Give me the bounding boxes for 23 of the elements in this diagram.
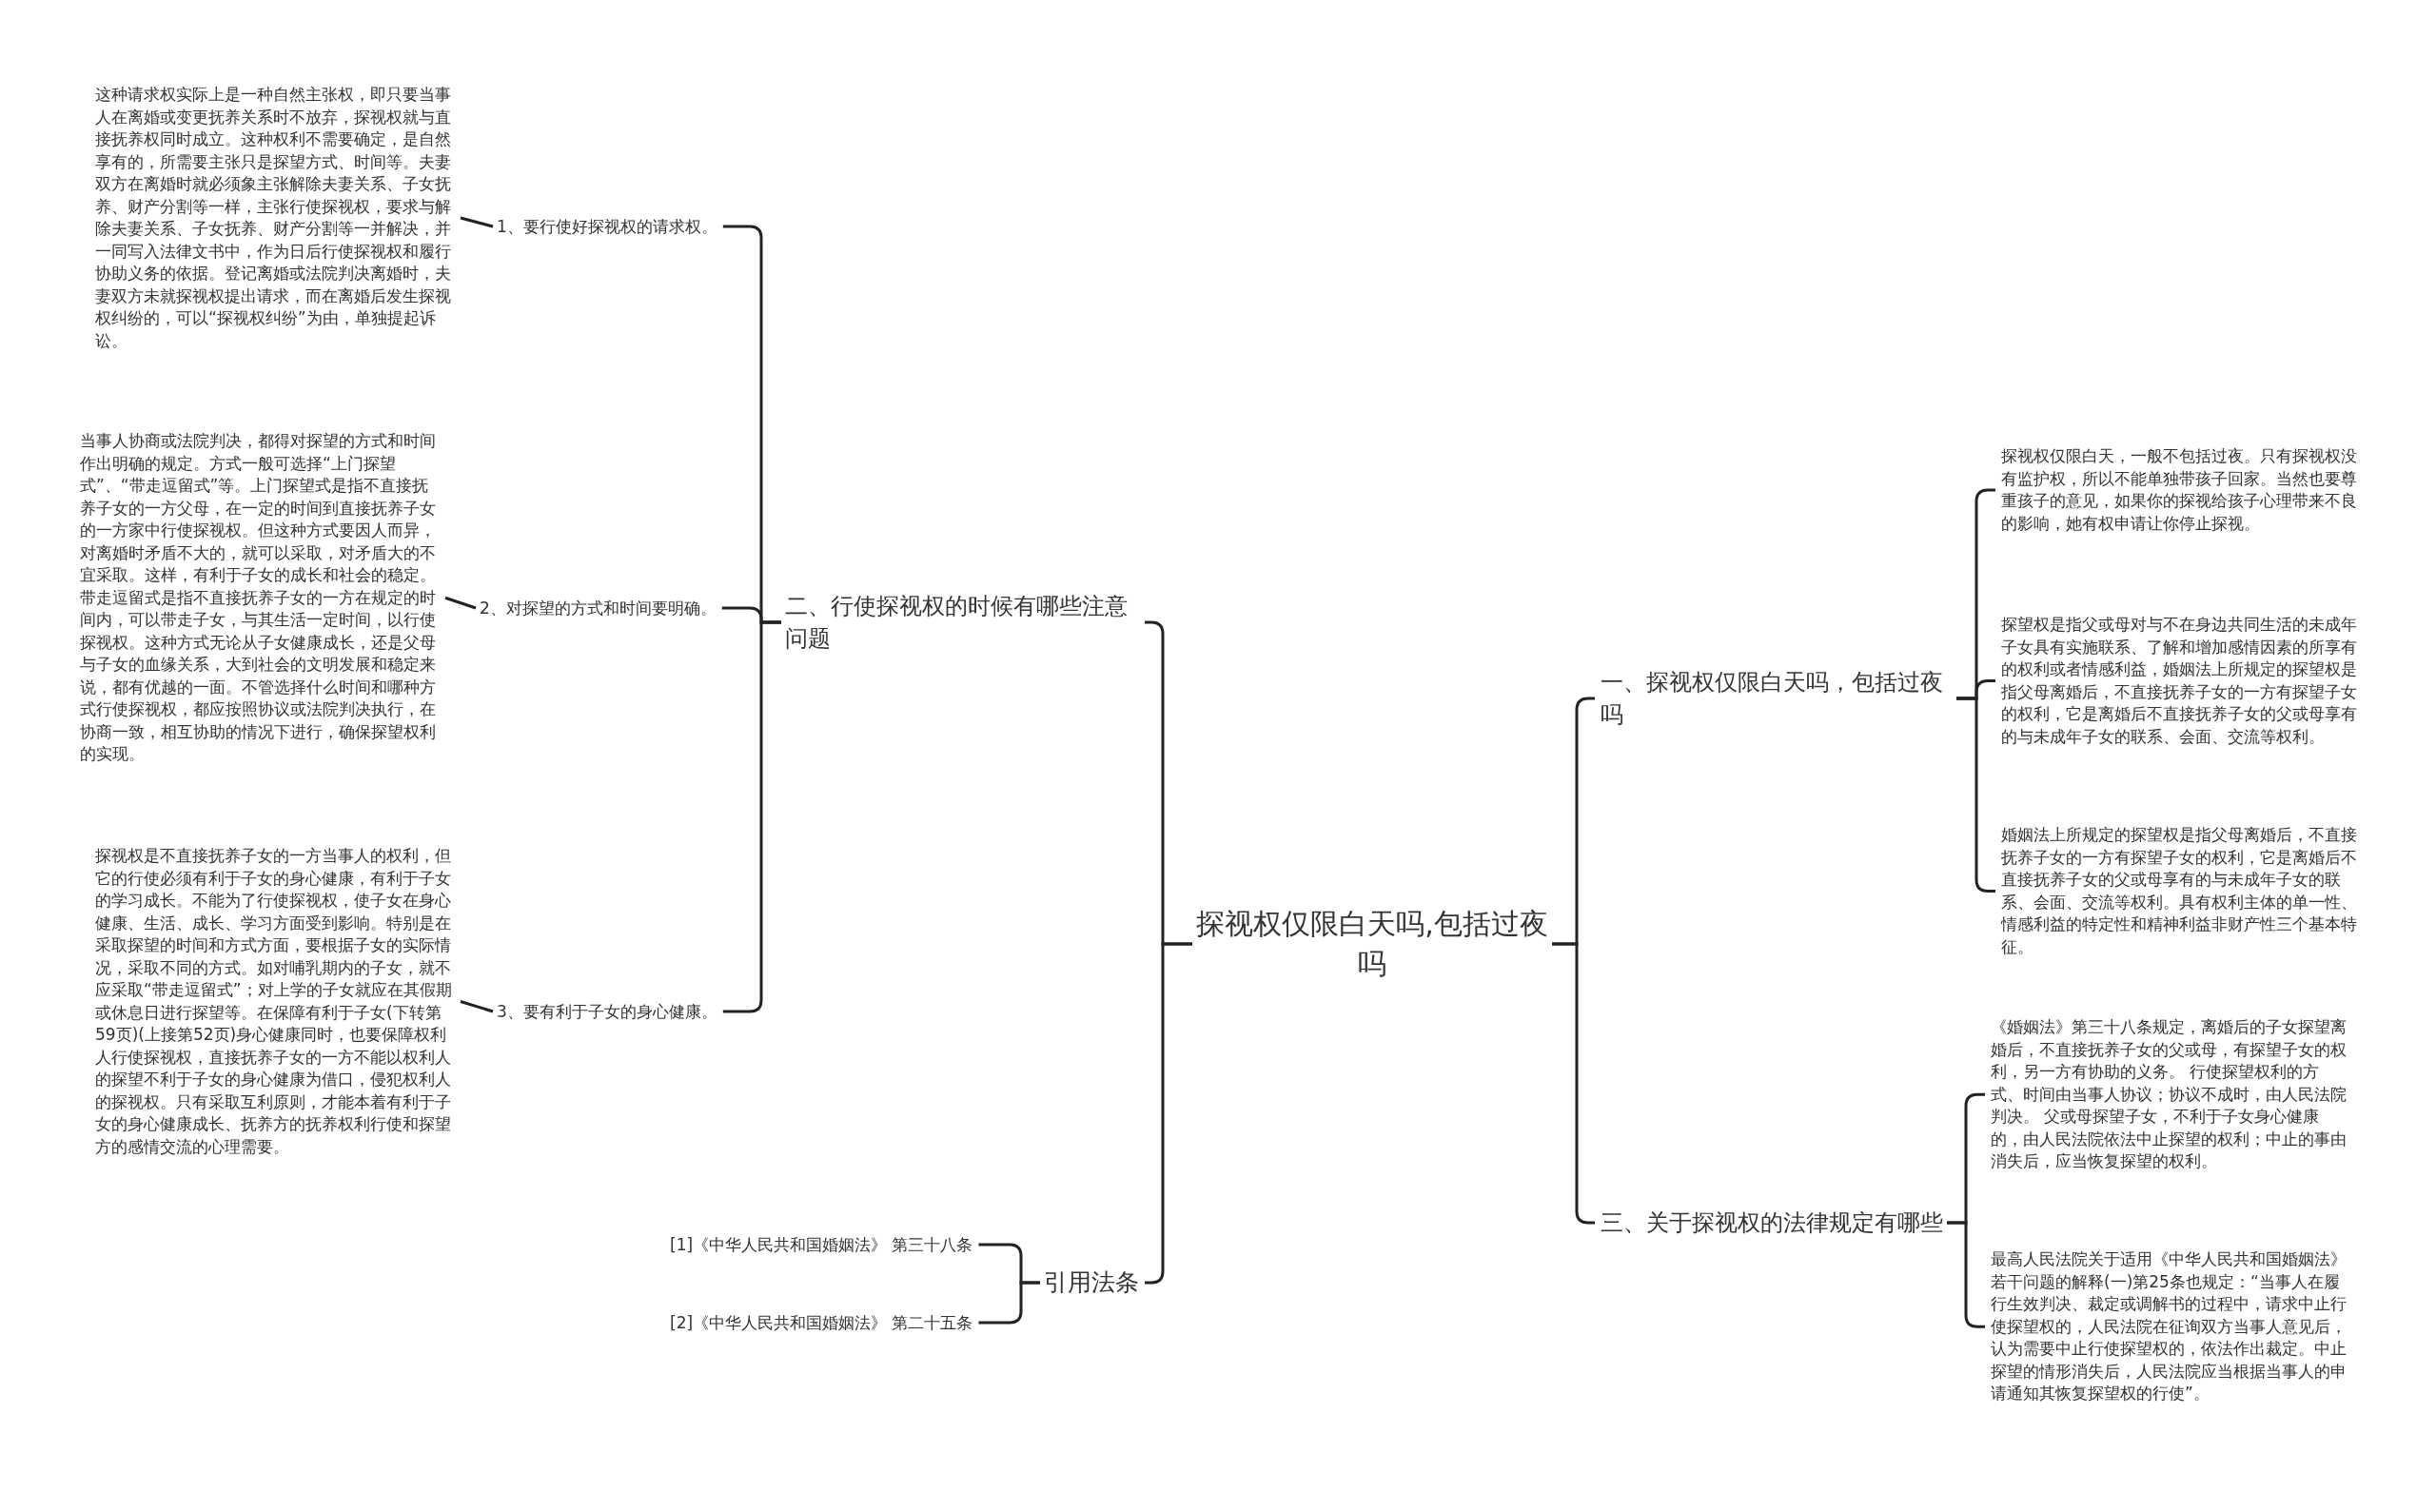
reference-text: [2]《中华人民共和国婚姻法》 第二十五条 (670, 1311, 973, 1334)
central-topic: 探视权仅限白天吗,包括过夜吗 (1196, 904, 1548, 984)
subtopic: 2、对探望的方式和时间要明确。 (480, 597, 717, 619)
note-text: 探望权是指父或母对与不在身边共同生活的未成年子女具有实施联系、了解和增加感情因素的所享有的权利或者情感利益，婚姻法上所规定的探望权是指父母离婚后，不直接抚养子女的一方有探望子女的权利，它是离婚后不直接抚养子女的父或母享有的与未成年子女的联系、会面、交流等权利。 (2001, 614, 2361, 748)
branch-topic: 二、行使探视权的时候有哪些注意问题 (785, 590, 1139, 655)
note-text: 《婚姻法》第三十八条规定，离婚后的子女探望离婚后，不直接抚养子女的父或母，有探望子女的权利，另一方有协助的义务。 行使探望权利的方式、时间由当事人协议；协议不成时，由人民法院判决。 父或母探望子女，不利于子女身心健康的，由人民法院依法中止探望的权利；中止的事由消失后，应当恢复探望的权利。 (1991, 1016, 2350, 1173)
subtopic: 3、要有利于子女的身心健康。 (497, 1000, 717, 1023)
connector-line (722, 620, 781, 1013)
note-text: 当事人协商或法院判决，都得对探望的方式和时间作出明确的规定。方式一般可选择“上门探望式”、“带走逗留式”等。上门探望式是指不直接抚养子女的一方父母，在一定的时间到直接抚养子女的一方家中行使探视权。但这种方式要因人而异，对离婚时矛盾不大的，就可以采取，对矛盾大的不宜采取。这样，有利于子女的成长和社会的稳定。带走逗留式是指不直接抚养子女的一方在规定的时间内，可以带走子女，与其生活一定时间，以行使探视权。这种方式无论从子女健康成长，还是父母与子女的血缘关系，大到社会的文明发展和稳定来说，都有优越的一面。不管选择什么时间和哪种方式行使探视权，都应按照协议或法院判决执行，在协商一致，相互协助的情况下进行，确保探望权利的实现。 (80, 430, 440, 766)
note-text: 探视权仅限白天，一般不包括过夜。只有探视权没有监护权，所以不能单独带孩子回家。当然也要尊重孩子的意见，如果你的探视给孩子心理带来不良的影响，她有权申请让你停止探视。 (2001, 445, 2361, 535)
connector-line (978, 1281, 1040, 1325)
note-text: 探视权是不直接抚养子女的一方当事人的权利，但它的行使必须有利于子女的身心健康，有利于子女的学习成长。不能为了行使探视权，使子女在身心健康、生活、成长、学习方面受到影响。特别是在采取探望的时间和方式方面，要根据子女的实际情况，采取不同的方式。如对哺乳期内的子女，就不应采取“带走逗留式”；对上学的子女就应在其假期或休息日进行探望等。在保障有利于子女(下转第59页)(上接第52页)身心健康同时，也要保障权利人行使探视权，直接抚养子女的一方不能以权利人的探望不利于子女的身心健康为借口，侵犯权利人的探视权。只有采取互利原则，才能本着有利于子女的身心健康成长、抚养方的抚养权利行使和探望方的感情交流的心理需要。 (95, 845, 455, 1158)
subtopic: 1、要行使好探视权的请求权。 (497, 215, 717, 238)
connector-line (460, 1000, 494, 1013)
connector-line (460, 216, 494, 228)
branch-topic: 三、关于探视权的法律规定有哪些 (1601, 1207, 1943, 1239)
note-text: 最高人民法院关于适用《中华人民共和国婚姻法》若干问题的解释(一)第25条也规定：“当事人在履行生效判决、裁定或调解书的过程中，请求中止行使探望权的，人民法院在征询双方当事人意见后，认为需要中止行使探望权的，依法作出裁定。中止探望的情形消失后，人民法院应当根据当事人的申请通知其恢复探望权的行使”。 (1991, 1248, 2350, 1405)
connector-line (444, 596, 477, 610)
branch-topic: 引用法条 (1044, 1267, 1139, 1299)
branch-topic: 一、探视权仅限白天吗，包括过夜吗 (1601, 666, 1953, 731)
note-text: 婚姻法上所规定的探望权是指父母离婚后，不直接抚养子女的一方有探望子女的权利，它是离婚后不直接抚养子女的父或母享有的与未成年子女的联系、会面、交流等权利。具有权利主体的单一性、情感利益的特定性和精神利益非财产性三个基本特征。 (2001, 824, 2361, 958)
note-text: 这种请求权实际上是一种自然主张权，即只要当事人在离婚或变更抚养关系时不放弃，探视权就与直接抚养权同时成立。这种权利不需要确定，是自然享有的，所需要主张只是探望方式、时间等。夫妻双方在离婚时就必须象主张解除夫妻关系、子女抚养、财产分割等一样，主张行使探视权，要求与解除夫妻关系、子女抚养、财产分割等一并解决，并一同写入法律文书中，作为日后行使探视权和履行协助义务的依据。登记离婚或法院判决离婚时，夫妻双方未就探视权提出请求，而在离婚后发生探视权纠纷的，可以“探视权纠纷”为由，单独提起诉讼。 (95, 84, 455, 352)
reference-text: [1]《中华人民共和国婚姻法》 第三十八条 (670, 1233, 973, 1256)
